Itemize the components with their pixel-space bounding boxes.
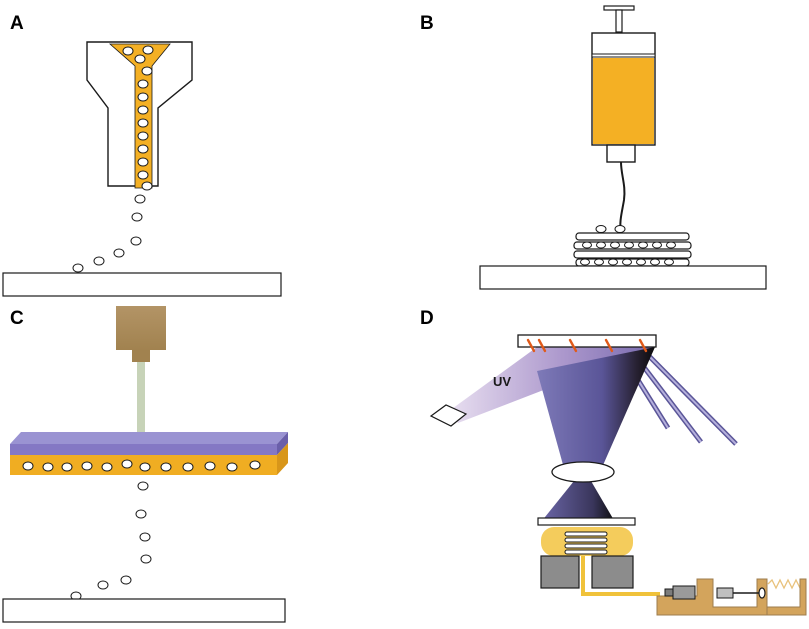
vat-block-right [591,555,634,589]
panel-label-d: D [420,308,434,329]
feed-tube [581,556,660,596]
syringe-nozzle [606,144,636,163]
focusing-lens [551,461,615,483]
inkjet-falling-droplets [72,181,153,273]
laser-substrate [2,598,286,623]
printed-scaffold [564,531,608,555]
film-cells [22,459,261,472]
panel-b-extrusion [479,5,767,290]
pump-nozzle-tip [664,588,674,597]
digital-mirror-device [517,334,657,348]
ribbon-donor-layer [10,432,288,455]
laser-ejected-droplets [70,481,152,601]
pump-barrel [716,587,734,599]
extrusion-substrate [479,265,767,290]
extruded-construct-cells [580,225,676,266]
pump-knob [758,587,766,599]
extrusion-needle-filament [619,161,626,233]
inkjet-channel-cells [122,45,154,180]
laser-source-box [116,306,166,350]
uv-light-source [429,404,468,427]
laser-beam [137,362,145,438]
panel-label-a: A [10,13,24,34]
panel-label-b: B [420,13,434,34]
projection-cone-lower [541,481,615,522]
pump-spring [767,578,801,590]
pump-cylinder [672,585,696,600]
projection-cone-upper [537,347,655,472]
inkjet-substrate [2,272,282,297]
vat-block-left [540,555,580,589]
panel-label-c: C [10,308,24,329]
build-platform [537,517,636,526]
deflected-rods [630,353,738,446]
panel-a-inkjet [2,41,282,297]
laser-source-neck [132,350,150,362]
panel-c-laser-assisted [2,306,288,623]
uv-label: UV [493,374,511,389]
plunger-head [591,53,656,58]
mirror-laser-marks [526,338,648,353]
plunger-rod [615,9,623,33]
pump-end-stop [766,578,807,616]
inkjet-bioink-channel [108,43,171,189]
panel-d-stereolithography: UV [429,334,807,616]
syringe-bioink [593,58,654,144]
